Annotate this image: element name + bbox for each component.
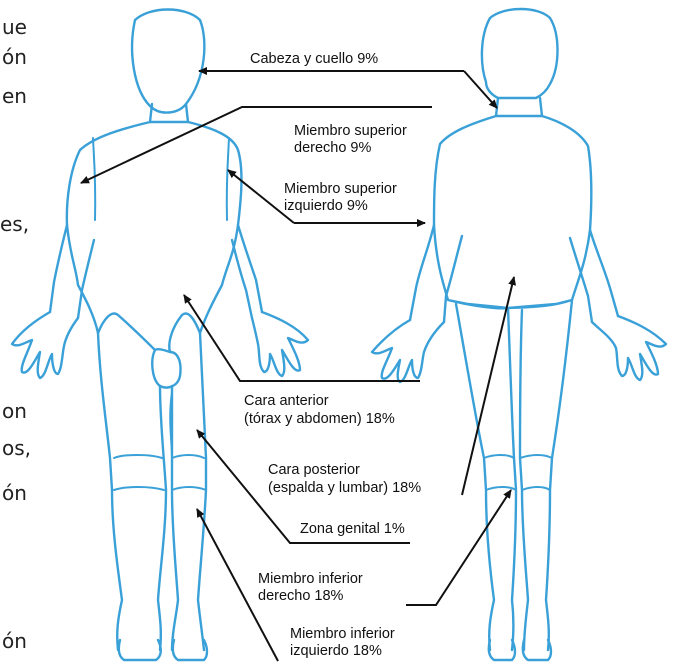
label-miembro-inferior-izquierdo-line1: Miembro inferior — [290, 626, 395, 642]
front-right-knee — [172, 455, 206, 490]
back-right-knee — [520, 455, 552, 490]
label-miembro-inferior-derecho-line2: derecho 18% — [258, 588, 344, 604]
side-fragment: en — [2, 84, 27, 108]
side-fragment: ón — [2, 481, 27, 505]
front-left-hand — [12, 312, 78, 378]
label-miembro-superior-izquierdo-line1: Miembro superior — [284, 181, 397, 197]
label-cara-anterior-line2: (tórax y abdomen) 18% — [244, 411, 395, 427]
front-right-hand — [252, 312, 308, 376]
label-miembro-inferior-izquierdo-line2: izquierdo 18% — [290, 643, 382, 659]
back-right-foot — [523, 640, 551, 660]
back-head — [482, 9, 558, 98]
label-cara-posterior-line1: Cara posterior — [268, 462, 360, 478]
arrow-mss-derecho — [81, 107, 432, 183]
back-right-arm — [570, 230, 618, 322]
back-left-knee — [484, 455, 516, 490]
front-left-foot — [119, 640, 161, 660]
back-waist-line — [448, 300, 572, 309]
front-arm-seam-right — [227, 138, 229, 220]
cut-off-paragraph: ue ón en es, on os, ón ón — [0, 15, 31, 653]
side-fragment: es, — [0, 212, 29, 236]
side-fragment: ón — [2, 45, 27, 69]
back-neck — [496, 98, 542, 116]
label-cabeza-cuello: Cabeza y cuello 9% — [250, 51, 378, 67]
front-arm-seam-left — [93, 138, 95, 220]
side-fragment: os, — [2, 436, 31, 460]
label-cara-anterior-line1: Cara anterior — [244, 393, 329, 409]
side-fragment: ón — [2, 629, 27, 653]
label-miembro-superior-derecho-line2: derecho 9% — [294, 140, 371, 156]
back-right-leg — [520, 300, 572, 650]
front-torso-right — [169, 122, 241, 352]
front-left-knee — [114, 455, 164, 490]
label-miembro-inferior-derecho-line1: Miembro inferior — [258, 571, 363, 587]
side-fragment: on — [2, 399, 27, 423]
back-left-hand — [372, 320, 444, 382]
front-right-foot — [173, 640, 207, 660]
side-fragment: ue — [2, 15, 27, 39]
front-torso-left — [67, 122, 155, 350]
arrow-cabeza-back — [464, 71, 497, 108]
label-miembro-superior-izquierdo-line2: izquierdo 9% — [284, 198, 368, 214]
arrow-mii-derecho — [406, 490, 511, 605]
front-head — [132, 10, 204, 113]
back-left-leg — [456, 304, 516, 650]
label-cara-posterior-line2: (espalda y lumbar) 18% — [268, 480, 421, 496]
label-zona-genital: Zona genital 1% — [300, 521, 405, 537]
back-right-hand — [592, 316, 666, 380]
front-genital-region — [152, 349, 180, 387]
label-miembro-superior-derecho-line1: Miembro superior — [294, 123, 407, 139]
